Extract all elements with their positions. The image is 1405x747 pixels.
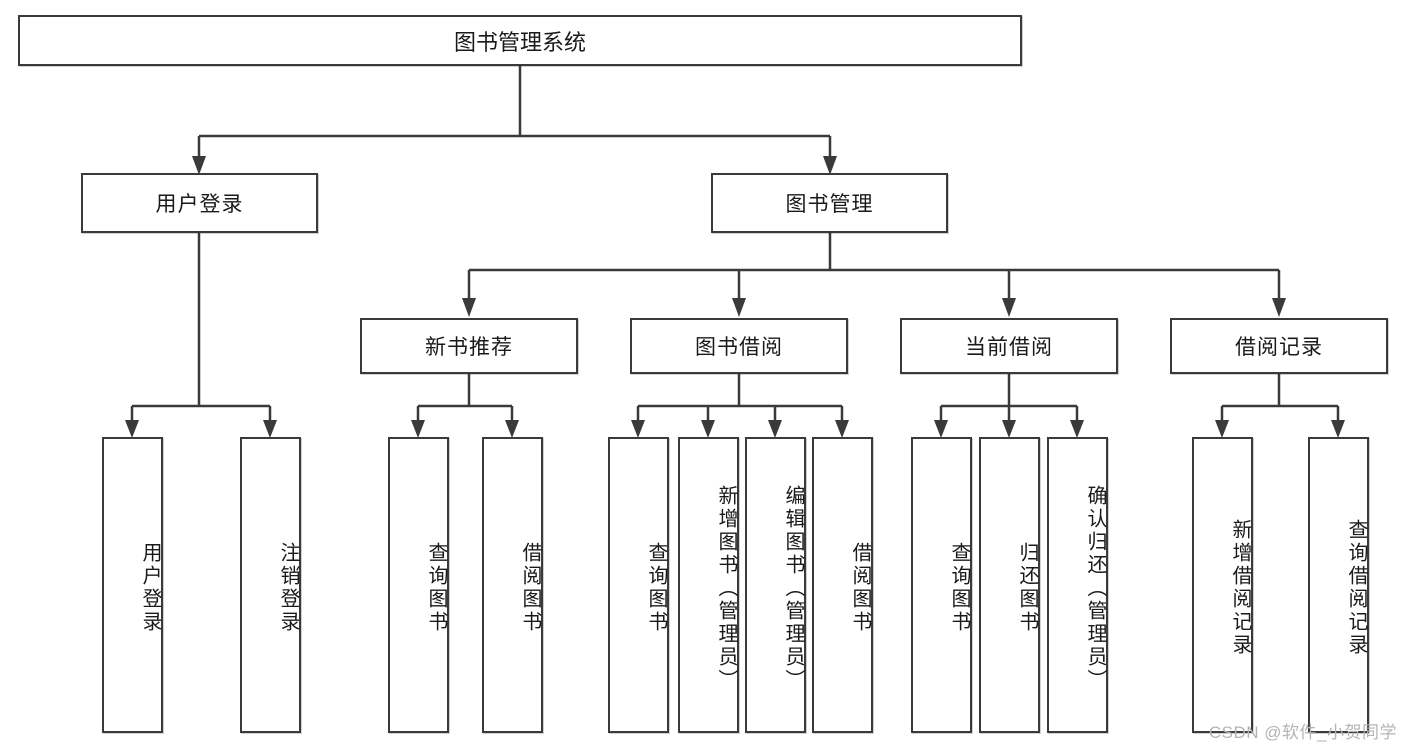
leaf-book-borrow-edit-book-admin[interactable]: 编辑图书（管理员） bbox=[745, 437, 806, 733]
node-label: 借阅图书 bbox=[849, 542, 871, 634]
node-label: 用户登录 bbox=[155, 193, 244, 216]
node-label: 确认归还（管理员） bbox=[1084, 484, 1106, 692]
node-label: 查询借阅记录 bbox=[1345, 519, 1367, 657]
node-book-management[interactable]: 图书管理 bbox=[711, 173, 948, 233]
leaf-book-borrow-add-book-admin[interactable]: 新增图书（管理员） bbox=[678, 437, 739, 733]
node-label: 查询图书 bbox=[645, 542, 667, 634]
node-root-book-management-system[interactable]: 图书管理系统 bbox=[18, 15, 1022, 66]
node-label: 图书管理 bbox=[785, 193, 874, 216]
leaf-book-borrow-borrow-book[interactable]: 借阅图书 bbox=[812, 437, 873, 733]
node-label: 借阅记录 bbox=[1235, 336, 1323, 359]
node-label: 注销登录 bbox=[277, 542, 299, 634]
node-label: 借阅图书 bbox=[519, 542, 541, 634]
node-label: 新书推荐 bbox=[425, 336, 513, 359]
leaf-user-login-login[interactable]: 用户登录 bbox=[102, 437, 163, 733]
leaf-current-borrow-confirm-return-admin[interactable]: 确认归还（管理员） bbox=[1047, 437, 1108, 733]
leaf-borrow-record-query-record[interactable]: 查询借阅记录 bbox=[1308, 437, 1369, 733]
leaf-new-book-query-book[interactable]: 查询图书 bbox=[388, 437, 449, 733]
node-new-book-recommend[interactable]: 新书推荐 bbox=[360, 318, 578, 374]
node-label: 新增图书（管理员） bbox=[715, 484, 737, 692]
leaf-current-borrow-return-book[interactable]: 归还图书 bbox=[979, 437, 1040, 733]
node-label: 当前借阅 bbox=[965, 336, 1053, 359]
leaf-borrow-record-add-record[interactable]: 新增借阅记录 bbox=[1192, 437, 1253, 733]
leaf-user-login-logout[interactable]: 注销登录 bbox=[240, 437, 301, 733]
node-label: 图书管理系统 bbox=[453, 29, 586, 55]
node-label: 编辑图书（管理员） bbox=[782, 484, 804, 692]
node-book-borrow[interactable]: 图书借阅 bbox=[630, 318, 848, 374]
node-user-login[interactable]: 用户登录 bbox=[81, 173, 318, 233]
leaf-new-book-borrow-book[interactable]: 借阅图书 bbox=[482, 437, 543, 733]
node-label: 查询图书 bbox=[948, 542, 970, 634]
node-label: 图书借阅 bbox=[695, 336, 783, 359]
node-label: 新增借阅记录 bbox=[1229, 519, 1251, 657]
leaf-book-borrow-query-book[interactable]: 查询图书 bbox=[608, 437, 669, 733]
csdn-watermark: CSDN @软件_小贺同学 bbox=[1208, 723, 1397, 742]
node-label: 用户登录 bbox=[139, 542, 161, 634]
node-borrow-record[interactable]: 借阅记录 bbox=[1170, 318, 1388, 374]
node-label: 查询图书 bbox=[425, 542, 447, 634]
node-current-borrow[interactable]: 当前借阅 bbox=[900, 318, 1118, 374]
leaf-current-borrow-query-book[interactable]: 查询图书 bbox=[911, 437, 972, 733]
node-label: 归还图书 bbox=[1016, 542, 1038, 634]
